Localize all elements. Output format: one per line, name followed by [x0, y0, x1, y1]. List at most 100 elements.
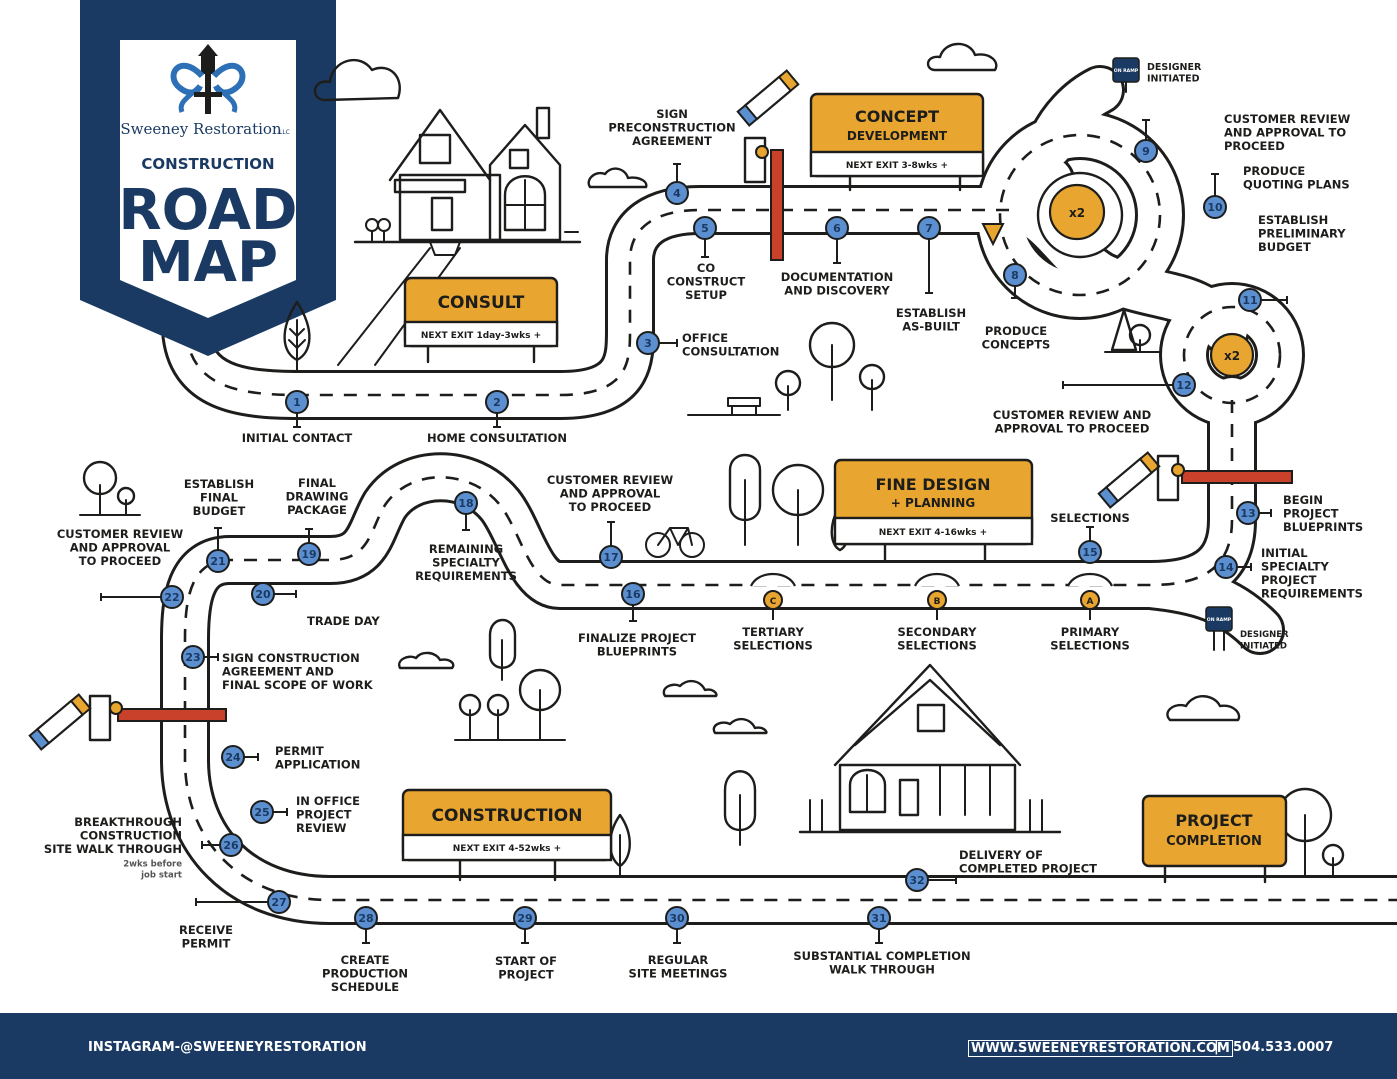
construction-sign: CONSTRUCTION NEXT EXIT 4-52wks + [401, 788, 613, 882]
step-label: BUDGET [1258, 240, 1311, 254]
step-marker [1003, 263, 1027, 287]
cloud-icon [662, 679, 718, 698]
logo-line-construction: CONSTRUCTION [141, 155, 274, 173]
step-marker [905, 868, 929, 892]
step-label: APPLICATION [275, 758, 360, 772]
step-label: REMAINING [429, 542, 503, 556]
step-label: PRECONSTRUCTION [608, 121, 735, 135]
selection-label: SELECTIONS [897, 639, 977, 653]
step-marker [1078, 540, 1102, 564]
step-marker [206, 549, 230, 573]
tree-icon [728, 453, 850, 552]
step-number: 19 [301, 548, 316, 561]
step-number: 28 [358, 912, 373, 925]
step-number: 32 [909, 874, 924, 887]
step-label: START OF [495, 954, 557, 968]
step-number: 1 [293, 396, 301, 409]
scenery [28, 42, 1345, 876]
step-label: PRELIMINARY [1258, 227, 1346, 241]
step-label: SIGN [656, 107, 688, 121]
step-label: CONCEPTS [982, 338, 1051, 352]
selection-label: SELECTIONS [1050, 639, 1130, 653]
step-label: HOME CONSULTATION [427, 431, 567, 445]
designer-initiated-label: INITIATED [1147, 74, 1200, 85]
construction-sign-title: CONSTRUCTION [432, 806, 583, 826]
step-number: 21 [210, 555, 225, 568]
step-label: AGREEMENT [632, 134, 712, 148]
step-label: OFFICE [682, 331, 728, 345]
step-number: 20 [255, 588, 271, 601]
step-marker [1236, 501, 1260, 525]
step-label: TO PROCEED [79, 554, 161, 568]
concept-sign: CONCEPT DEVELOPMENT NEXT EXIT 3-8wks + [809, 92, 985, 192]
on-ramp-label: ON RAMP [1207, 617, 1232, 623]
fleur-de-lis-logo [170, 44, 246, 114]
step-label: TO PROCEED [569, 500, 651, 514]
step-label: CONSTRUCT [667, 275, 746, 289]
step-marker [1172, 373, 1196, 397]
tree-icon [454, 618, 566, 741]
step-number: 7 [925, 222, 933, 235]
completion-sign: PROJECT COMPLETION [1141, 794, 1288, 884]
step-marker [867, 906, 891, 930]
on-ramp-sign: ON RAMP [1112, 57, 1140, 93]
step-label: PERMIT [275, 744, 324, 758]
step-marker [1238, 288, 1262, 312]
selection-markers: CTERTIARYSELECTIONSBSECONDARYSELECTIONSA… [733, 573, 1130, 653]
step-label: APPROVAL TO PROCEED [995, 422, 1150, 436]
selection-label: SECONDARY [898, 625, 978, 639]
step-label: BREAKTHROUGH [74, 815, 182, 829]
cloud-icon [926, 42, 998, 72]
gate-barrier-icon [88, 136, 1293, 742]
instagram-handle[interactable]: INSTAGRAM-@SWEENEYRESTORATION [88, 1040, 367, 1055]
selection-label: TERTIARY [742, 625, 804, 639]
step-label: BLUEPRINTS [1283, 520, 1363, 534]
step-label: AND DISCOVERY [784, 284, 890, 298]
step-label: DOCUMENTATION [781, 270, 894, 284]
step-label: REGULAR [648, 953, 709, 967]
step-marker [599, 545, 623, 569]
roundabout-badge: x2 [1209, 332, 1255, 378]
step-number: 24 [225, 751, 241, 764]
step-label: PROCEED [1224, 139, 1285, 153]
step-label: BLUEPRINTS [597, 645, 677, 659]
step-marker [917, 216, 941, 240]
handshake-icon [736, 69, 800, 127]
step-label: INITIAL [1261, 546, 1308, 560]
consult-sign: CONSULT NEXT EXIT 1day-3wks + [403, 276, 559, 364]
logo-company-name: Sweeney Restoration [120, 120, 282, 138]
fine-design-sign: FINE DESIGN + PLANNING NEXT EXIT 4-16wks… [833, 458, 1034, 562]
step-marker [825, 216, 849, 240]
website-link[interactable]: WWW.SWEENEYRESTORATION.COM [968, 1040, 1233, 1057]
step-label: AND APPROVAL [560, 487, 661, 501]
step-marker [267, 890, 291, 914]
step-number: 8 [1011, 269, 1019, 282]
speed-bump [1066, 573, 1114, 587]
step-label: SETUP [685, 288, 727, 302]
step-number: 10 [1207, 201, 1223, 214]
step-marker [219, 833, 243, 857]
logo-line-map: MAP [138, 230, 278, 295]
phone-number[interactable]: 504.533.0007 [1233, 1040, 1334, 1055]
step-marker [160, 585, 184, 609]
step-label: PERMIT [182, 937, 231, 951]
tree-icon [283, 300, 311, 371]
step-label: AND APPROVAL [70, 541, 171, 555]
roundabout-badge: x2 [1048, 183, 1106, 241]
